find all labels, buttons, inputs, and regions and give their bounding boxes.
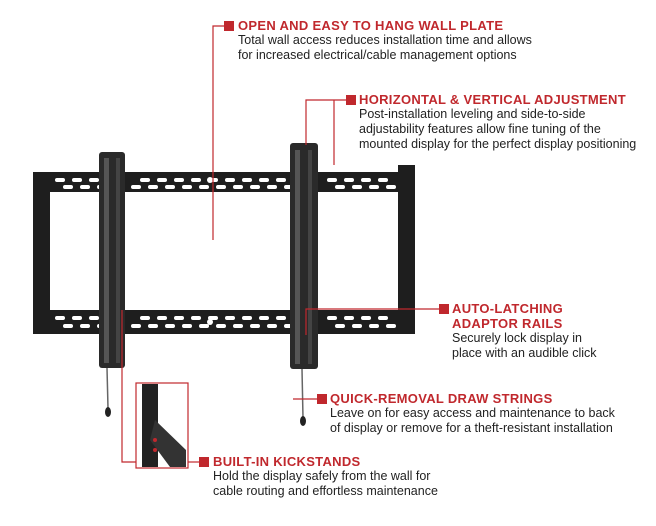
slot: [140, 316, 150, 320]
slot: [216, 324, 226, 328]
slot: [191, 316, 201, 320]
slot: [386, 324, 396, 328]
callout-desc: place with an audible click: [452, 346, 597, 360]
slot: [344, 316, 354, 320]
callout-draw-strings: QUICK-REMOVAL DRAW STRINGS Leave on for …: [330, 391, 615, 436]
slot: [174, 178, 184, 182]
slot: [369, 185, 379, 189]
callout-title: BUILT-IN KICKSTANDS: [213, 454, 361, 469]
slot: [352, 185, 362, 189]
slot: [131, 185, 141, 189]
callout-desc: for increased electrical/cable managemen…: [238, 48, 517, 62]
callout-title: QUICK-REMOVAL DRAW STRINGS: [330, 391, 553, 406]
callout-title: HORIZONTAL & VERTICAL ADJUSTMENT: [359, 92, 626, 107]
slot: [72, 178, 82, 182]
slot: [140, 178, 150, 182]
slot: [63, 324, 73, 328]
slot: [250, 324, 260, 328]
callout-desc: Hold the display safely from the wall fo…: [213, 469, 431, 483]
right-adaptor-rail: [290, 143, 318, 426]
slot: [259, 178, 269, 182]
slot: [335, 185, 345, 189]
callout-desc: Securely lock display in: [452, 331, 582, 345]
slot: [80, 185, 90, 189]
slot: [327, 316, 337, 320]
slot: [233, 185, 243, 189]
callout-kickstands: BUILT-IN KICKSTANDS Hold the display saf…: [213, 454, 438, 499]
callout-desc: Post-installation leveling and side-to-s…: [359, 107, 586, 121]
slot: [157, 316, 167, 320]
slot: [72, 316, 82, 320]
slot: [267, 185, 277, 189]
callout-desc: mounted display for the perfect display …: [359, 137, 637, 151]
callout-title: ADAPTOR RAILS: [452, 316, 563, 331]
slot: [335, 324, 345, 328]
slot: [378, 316, 388, 320]
slot: [250, 185, 260, 189]
wall-plate: [33, 165, 415, 334]
slot: [225, 316, 235, 320]
slot: [55, 178, 65, 182]
keyhole-top: [207, 177, 213, 183]
callout-title: AUTO-LATCHING: [452, 301, 564, 316]
slot: [361, 316, 371, 320]
keyhole: [207, 319, 213, 325]
slot: [352, 324, 362, 328]
slot: [165, 185, 175, 189]
slot: [259, 316, 269, 320]
leader-lines: [121, 25, 441, 463]
slot: [208, 316, 218, 320]
slot: [89, 316, 99, 320]
callout-auto-latching: AUTO-LATCHING ADAPTOR RAILS Securely loc…: [452, 301, 597, 361]
kickstand-inset: [135, 382, 189, 469]
slot: [233, 324, 243, 328]
callout-desc: of display or remove for a theft-resista…: [330, 421, 613, 435]
slot: [361, 178, 371, 182]
slot: [157, 178, 167, 182]
slot: [89, 178, 99, 182]
callout-desc: Leave on for easy access and maintenance…: [330, 406, 615, 420]
slot: [182, 185, 192, 189]
slot: [199, 324, 209, 328]
left-adaptor-rail: [99, 152, 125, 417]
slot: [378, 178, 388, 182]
slot: [276, 178, 286, 182]
slot: [191, 178, 201, 182]
slot: [242, 316, 252, 320]
slot: [267, 324, 277, 328]
slot: [242, 178, 252, 182]
callout-markers: [199, 21, 449, 467]
slot: [276, 316, 286, 320]
callout-wall-plate: OPEN AND EASY TO HANG WALL PLATE Total w…: [238, 18, 532, 63]
slot: [327, 178, 337, 182]
callout-desc: Total wall access reduces installation t…: [238, 33, 532, 47]
slot: [131, 324, 141, 328]
slot: [386, 185, 396, 189]
slot: [55, 316, 65, 320]
slot: [174, 316, 184, 320]
slot: [216, 185, 226, 189]
callout-title: OPEN AND EASY TO HANG WALL PLATE: [238, 18, 504, 33]
slot: [80, 324, 90, 328]
slot: [63, 185, 73, 189]
slot: [148, 185, 158, 189]
slot: [199, 185, 209, 189]
slot: [225, 178, 235, 182]
slot: [344, 178, 354, 182]
callout-desc: adjustability features allow fine tuning…: [359, 122, 601, 136]
callout-adjustment: HORIZONTAL & VERTICAL ADJUSTMENT Post-in…: [359, 92, 636, 152]
callout-desc: cable routing and effortless maintenance: [213, 484, 438, 498]
slot: [182, 324, 192, 328]
slot: [369, 324, 379, 328]
slot: [148, 324, 158, 328]
slot: [165, 324, 175, 328]
